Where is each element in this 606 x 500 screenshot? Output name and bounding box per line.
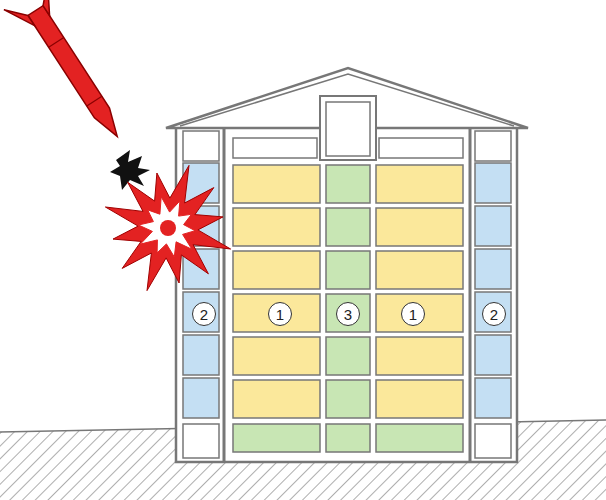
room-cell — [183, 131, 219, 161]
room-cell — [379, 138, 463, 158]
room-cell — [475, 131, 511, 161]
room-cell — [233, 337, 320, 375]
room-cell — [183, 335, 219, 375]
room-cell — [376, 294, 463, 332]
callout-circle: 2 — [482, 302, 506, 326]
room-cell — [475, 206, 511, 246]
room-cell — [326, 337, 370, 375]
room-cell — [233, 208, 320, 246]
room-cell — [233, 251, 320, 289]
room-cell — [233, 165, 320, 203]
room-cell — [376, 337, 463, 375]
room-cell — [183, 424, 219, 458]
room-cell — [376, 165, 463, 203]
callout-number: 3 — [344, 307, 352, 322]
callout-number: 1 — [409, 307, 417, 322]
room-cell — [376, 380, 463, 418]
callout-number: 2 — [490, 307, 498, 322]
callout-circle: 2 — [192, 302, 216, 326]
room-cell — [376, 251, 463, 289]
room-cell — [183, 378, 219, 418]
room-cell — [376, 208, 463, 246]
room-cell — [326, 208, 370, 246]
callout-circle: 1 — [268, 302, 292, 326]
room-cell — [475, 249, 511, 289]
room-cell — [475, 424, 511, 458]
room-cell — [233, 294, 320, 332]
room-cell — [326, 251, 370, 289]
room-cell — [326, 424, 370, 452]
room-cell — [233, 424, 320, 452]
room-cell — [326, 294, 370, 332]
room-cell — [326, 380, 370, 418]
callout-circle: 1 — [401, 302, 425, 326]
room-cell — [233, 380, 320, 418]
missile — [4, 0, 139, 151]
room-cell — [475, 163, 511, 203]
room-cell — [183, 292, 219, 332]
room-cell — [233, 138, 317, 158]
callout-number: 2 — [200, 307, 208, 322]
callout-circle: 3 — [336, 302, 360, 326]
room-cell — [326, 165, 370, 203]
room-cell — [475, 335, 511, 375]
room-cell — [475, 378, 511, 418]
callout-number: 1 — [276, 307, 284, 322]
room-cell — [475, 292, 511, 332]
room-cell — [376, 424, 463, 452]
